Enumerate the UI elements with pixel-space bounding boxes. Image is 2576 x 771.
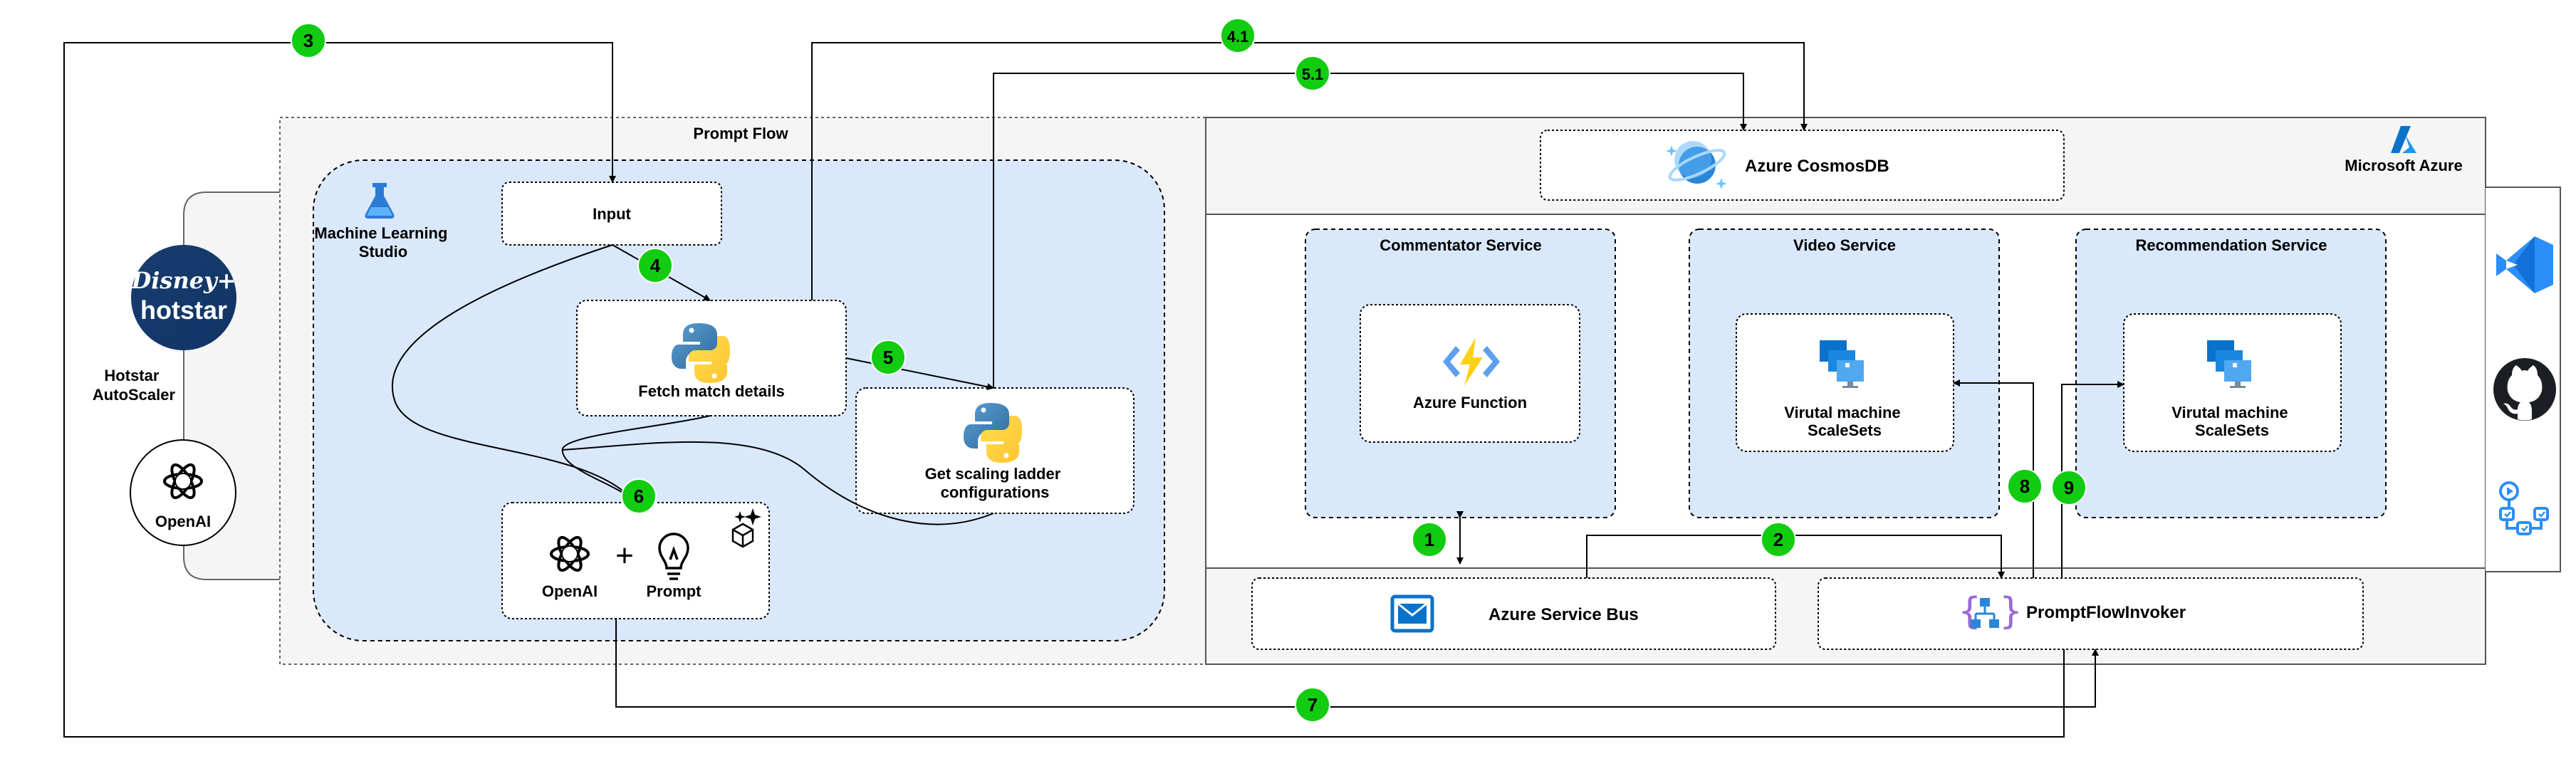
hotstar-autoscaler-label: Hotstar AutoScaler [93,367,176,404]
input-label: Input [593,205,631,223]
devops-pipeline-icon [2499,481,2549,535]
cosmosdb-label: Azure CosmosDB [1745,157,1889,176]
step-label-4-1: 4.1 [1227,28,1249,46]
ml-studio-icon [365,183,395,219]
prompt-flow-icon: { } [1958,590,2023,633]
python-icon [964,403,1022,463]
vmss-video-label: Virutal machine ScaleSets [1784,404,1905,439]
plus-sign: + [615,538,634,573]
disney-hotstar-logo: Disney+ hotstar [131,245,236,350]
vmss-rec-node [2123,313,2342,452]
step-badge: 4.1 [1220,18,1256,53]
step-label-3: 3 [303,30,313,51]
edge-step-7 [615,619,2099,708]
hotstar-text: hotstar [140,295,227,325]
vmss-rec-line-2: ScaleSets [2195,421,2269,439]
service-bus-node [1251,577,1776,650]
step-label-6: 6 [634,486,644,507]
step-label-7: 7 [1308,694,1318,715]
openai-icon [550,535,590,572]
edge-step-8 [1953,379,2034,578]
prompt-flow-title: Prompt Flow [693,125,788,142]
python-icon [672,323,730,383]
openai-label: OpenAI [542,582,598,600]
hotstar-autoscaler-line-1: Hotstar [104,367,159,384]
vmss-video-line-2: ScaleSets [1808,421,1882,439]
vmss-icon [2207,340,2251,388]
ml-studio-label-line-1: Machine Learning [314,224,447,242]
step-badge: 3 [291,23,326,58]
vmss-icon [1820,340,1864,388]
step-badge: 2 [1761,522,1796,557]
hotstar-autoscaler-line-2: AutoScaler [93,386,176,404]
vmss-video-node [1736,313,1954,452]
edge-step-6-fetch [561,415,711,503]
edge-step-5-1 [993,73,1747,388]
azure-function-icon [1443,337,1500,386]
lightbulb-icon [658,533,689,580]
ml-studio-label: Machine Learning Studio [314,224,452,261]
edge-step-6-scaling [562,441,994,525]
step-label-9: 9 [2064,477,2074,498]
step-badge: 4 [637,248,673,283]
microsoft-azure-title: Microsoft Azure [2345,157,2462,174]
cosmosdb-icon [1666,141,1727,189]
edge-step-9 [2061,381,2124,578]
fetch-match-label: Fetch match details [638,382,784,400]
step-label-8: 8 [2020,476,2030,497]
step-label-5-1: 5.1 [1302,65,1324,83]
step-label-4: 4 [650,255,661,276]
vmss-rec-label: Virutal machine ScaleSets [2171,404,2293,439]
step-badge: 8 [2007,468,2043,504]
commentator-service-title: Commentator Service [1380,236,1541,254]
azure-function-label: Azure Function [1413,394,1527,411]
service-bus-icon [1390,594,1434,633]
scaling-ladder-label: Get scaling ladder configurations [925,465,1065,501]
vmss-rec-line-1: Virutal machine [2171,404,2288,421]
scaling-ladder-line-1: Get scaling ladder [925,465,1061,483]
azure-logo-icon [2391,126,2416,153]
sparkle-cube-icon [731,508,761,548]
openai-circle: OpenAI [130,439,236,546]
vscode-icon [2496,236,2553,293]
vmss-video-line-1: Virutal machine [1784,404,1900,421]
step-badge: 1 [1412,522,1447,557]
step-badge: 5.1 [1295,56,1330,91]
pf-invoker-label: PromptFlowInvoker [2026,603,2186,622]
video-service-title: Video Service [1793,236,1896,254]
edge-step-6-input [392,244,636,503]
scaling-ladder-line-2: configurations [941,483,1050,501]
recommendation-service-title: Recommendation Service [2136,236,2327,254]
step-badge: 9 [2051,470,2087,505]
svg-text:}: } [1999,590,2023,633]
step-badge: 7 [1295,687,1330,723]
step-badge: 6 [621,478,657,514]
edge-step-4-1 [811,42,1808,300]
edge-step-5 [845,357,994,391]
github-icon [2493,358,2556,421]
service-bus-label: Azure Service Bus [1488,605,1639,624]
ml-studio-label-line-2: Studio [359,243,407,261]
prompt-label: Prompt [647,582,702,600]
step-badge: 5 [870,340,906,375]
disney-plus-text: Disney+ [131,267,236,294]
step-label-5: 5 [883,347,893,368]
openai-left-label: OpenAI [155,513,211,530]
edge-step-3 [63,42,2065,738]
pf-invoker-node [1818,577,2364,650]
step-label-2: 2 [1773,529,1783,550]
step-label-1: 1 [1424,529,1434,550]
openai-icon [163,463,203,500]
openai-prompt-node [501,502,770,619]
